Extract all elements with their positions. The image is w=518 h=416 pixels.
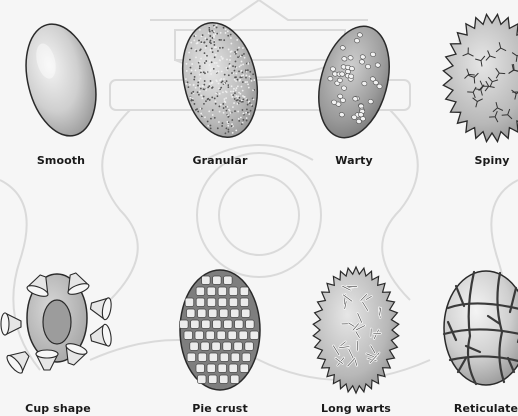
label-spiny: Spiny xyxy=(474,154,509,167)
spore-cup-shape-icon xyxy=(1,270,113,375)
label-pie-crust: Pie crust xyxy=(192,402,248,415)
label-long-warts: Long warts xyxy=(321,402,391,415)
label-smooth: Smooth xyxy=(37,154,85,167)
spore-pie-crust-icon xyxy=(180,270,260,390)
spore-reticulate-icon xyxy=(444,271,518,385)
label-warty: Warty xyxy=(335,154,373,167)
label-granular: Granular xyxy=(193,154,248,167)
label-reticulate: Reticulate xyxy=(454,402,518,415)
spore-granular-icon xyxy=(173,16,268,144)
spore-spiny-icon xyxy=(443,14,518,141)
label-cup-shape: Cup shape xyxy=(25,402,91,415)
spore-warty-icon xyxy=(307,18,400,145)
spore-smooth-icon xyxy=(15,17,107,144)
